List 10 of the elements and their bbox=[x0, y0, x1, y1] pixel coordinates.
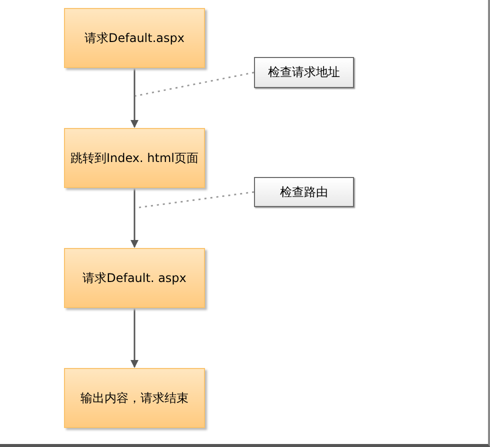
arrow bbox=[130, 68, 138, 128]
process-box: 请求Default. aspx bbox=[64, 248, 205, 308]
arrow bbox=[130, 308, 138, 368]
leader-line bbox=[134, 72, 254, 97]
note-box: 检查路由 bbox=[254, 177, 354, 207]
process-box: 输出内容，请求结束 bbox=[64, 368, 205, 428]
process-box: 请求Default.aspx bbox=[64, 8, 205, 68]
arrow bbox=[130, 188, 138, 248]
process-box: 跳转到Index. html页面 bbox=[64, 128, 205, 188]
note-box: 检查请求地址 bbox=[254, 57, 354, 88]
